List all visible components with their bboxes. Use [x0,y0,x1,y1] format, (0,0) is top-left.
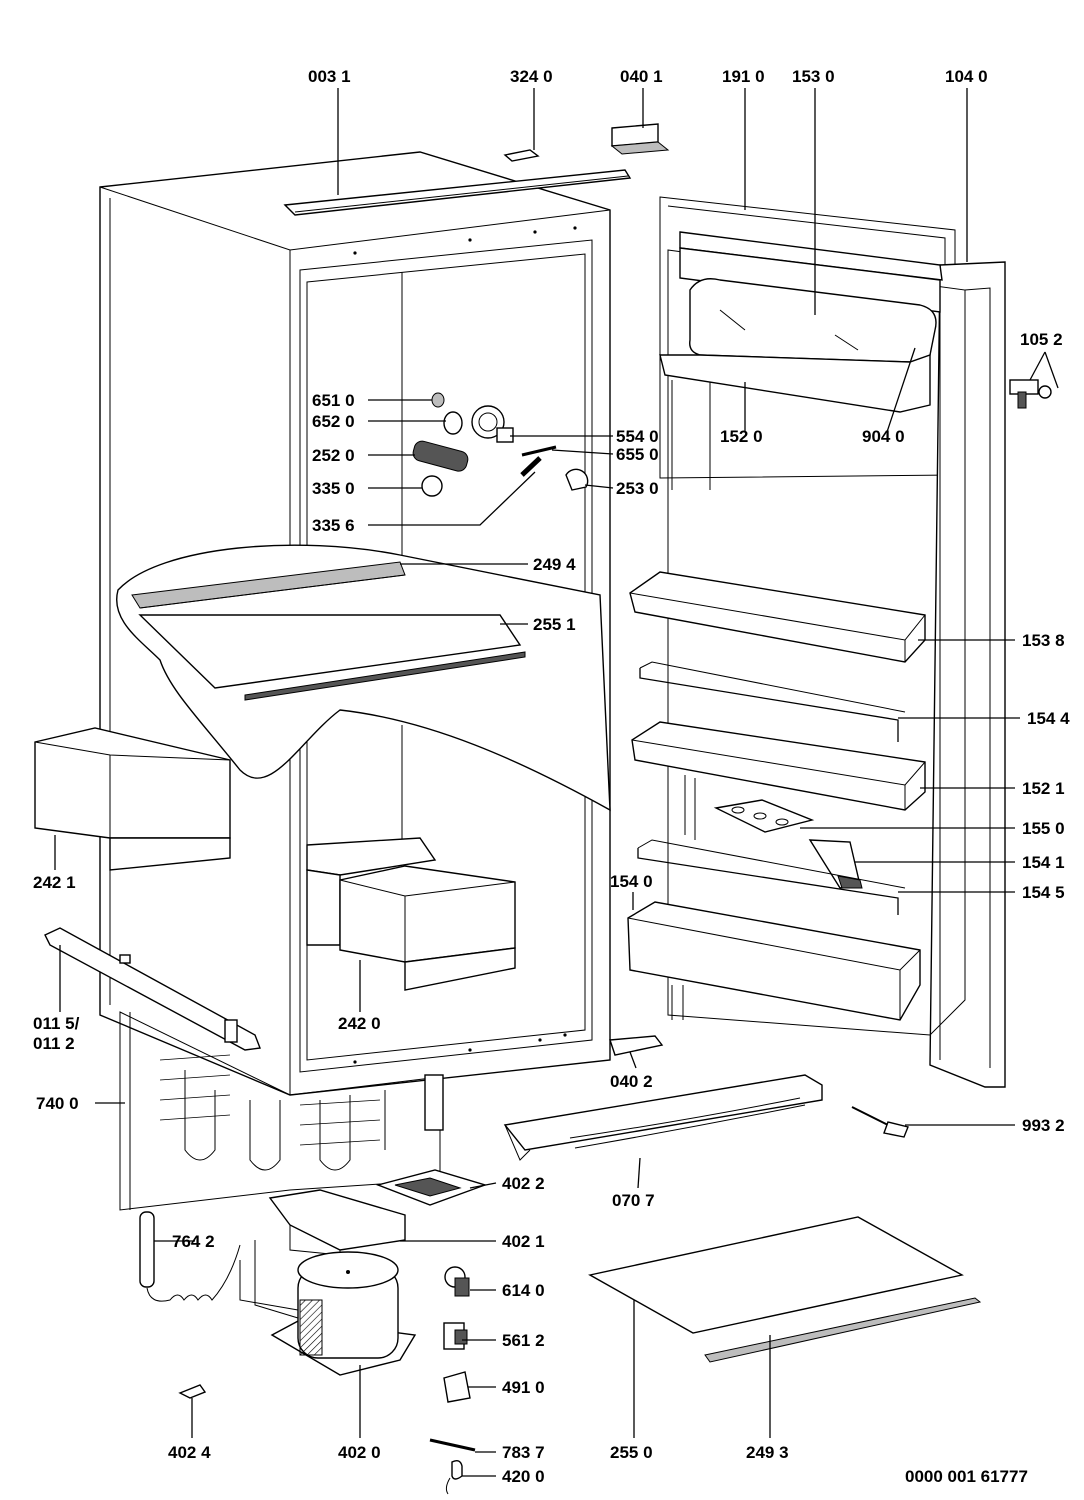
door-shelf-middle [631,721,926,840]
label-420-0: 420 0 [502,1467,545,1486]
top-rail [283,169,632,216]
hinge-pin [1009,379,1052,409]
label-783-7: 783 7 [502,1443,545,1462]
clip-324 [503,149,540,162]
label-249-4: 249 4 [533,555,576,574]
cable-993 [851,1106,909,1138]
label-153-8: 153 8 [1022,631,1065,650]
label-191-0: 191 0 [722,67,765,86]
door-shelf-bottom [627,901,921,1021]
label-740-0: 740 0 [36,1094,79,1113]
label-242-0: 242 0 [338,1014,381,1033]
clip-402-4 [178,1384,207,1399]
label-242-1: 242 1 [33,873,76,892]
label-011-5: 011 5/ [33,1014,80,1033]
label-105-2: 105 2 [1020,330,1063,349]
hinge-bottom [609,1035,664,1056]
label-249-3: 249 3 [746,1443,789,1462]
label-655-0: 655 0 [616,445,659,464]
label-402-4: 402 4 [168,1443,211,1462]
door-shelf-upper [629,571,926,663]
part-number-labels: 003 1 324 0 040 1 191 0 153 0 104 0 105 … [33,67,1070,1486]
label-255-1: 255 1 [533,615,576,634]
bottom-rail [44,927,261,1051]
label-040-2: 040 2 [610,1072,653,1091]
electrical-parts [429,1266,476,1495]
compressor [239,1240,417,1376]
label-993-2: 993 2 [1022,1116,1065,1135]
label-154-5: 154 5 [1022,883,1065,902]
label-152-1: 152 1 [1022,779,1065,798]
door-rail-lower [637,839,906,915]
compressor-mount [268,1169,488,1256]
label-153-0: 153 0 [792,67,835,86]
label-554-0: 554 0 [616,427,659,446]
label-764-2: 764 2 [172,1232,215,1251]
bottle-retainer [808,839,863,889]
label-652-0: 652 0 [312,412,355,431]
label-011-2: 011 2 [33,1034,75,1053]
door-rail-upper [639,661,906,742]
label-651-0: 651 0 [312,391,355,410]
label-155-0: 155 0 [1022,819,1065,838]
hinge-top [610,123,670,155]
door [659,196,1006,1088]
capillary-tube [139,1211,241,1302]
label-614-0: 614 0 [502,1281,545,1300]
crisper-left [34,727,231,871]
label-255-0: 255 0 [610,1443,653,1462]
label-003-1: 003 1 [308,67,351,86]
label-154-4: 154 4 [1027,709,1070,728]
drawing-number: 0000 001 61777 [905,1467,1028,1486]
label-152-0: 152 0 [720,427,763,446]
label-154-1: 154 1 [1022,853,1065,872]
leader-lines [54,88,1059,1477]
label-491-0: 491 0 [502,1378,545,1397]
label-040-1: 040 1 [620,67,663,86]
crisper-inside [306,837,516,991]
label-561-2: 561 2 [502,1331,545,1350]
label-252-0: 252 0 [312,446,355,465]
glass-shelf [588,1216,982,1363]
label-253-0: 253 0 [616,479,659,498]
egg-tray [713,799,815,833]
label-402-0: 402 0 [338,1443,381,1462]
plinth [503,1074,823,1161]
label-070-7: 070 7 [612,1191,655,1210]
label-324-0: 324 0 [510,67,553,86]
label-335-0: 335 0 [312,479,355,498]
dairy-compartment [659,231,943,413]
label-402-2: 402 2 [502,1174,545,1193]
label-402-1: 402 1 [502,1232,545,1251]
label-904-0: 904 0 [862,427,905,446]
thermostat-assembly [412,392,589,497]
label-104-0: 104 0 [945,67,988,86]
cutaway-shelf [115,544,611,812]
label-335-6: 335 6 [312,516,355,535]
label-154-0: 154 0 [610,872,653,891]
